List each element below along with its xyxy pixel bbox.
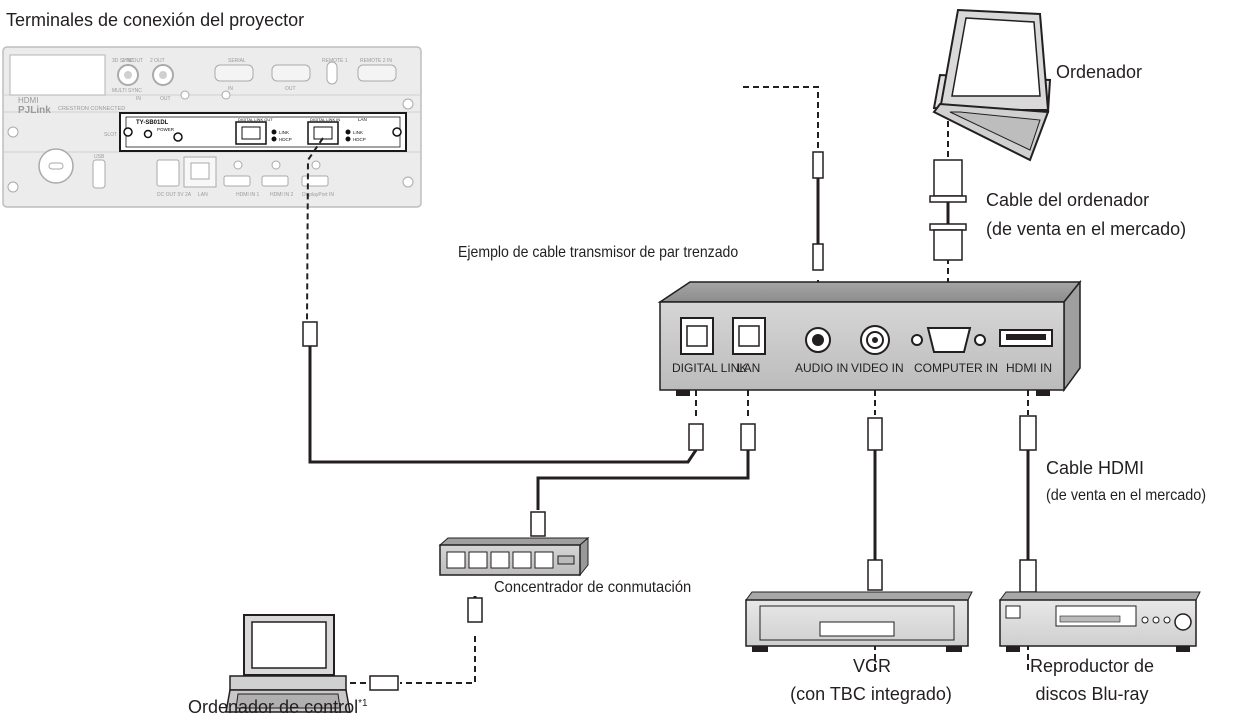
- rca-plug: [867, 559, 883, 591]
- audio-plug: [812, 151, 824, 179]
- board-lan: LAN: [358, 117, 367, 122]
- pjlink-logo: PJLink: [18, 105, 51, 116]
- label-control-computer: Ordenador de control*1: [188, 697, 368, 718]
- panel-label-hdmi1: HDMI IN 1: [236, 192, 260, 198]
- transmitter-port-labels: DIGITAL LINK LAN AUDIO IN VIDEO IN COMPU…: [672, 361, 1052, 375]
- port-label-audio-in: AUDIO IN: [795, 361, 848, 375]
- panel-label-out: 2 OUT: [150, 58, 165, 64]
- vga-connector: [933, 229, 963, 261]
- hdmi-plug: [1019, 415, 1037, 451]
- port-label-lan: LAN: [737, 361, 760, 375]
- laptop-computer: [932, 8, 1052, 162]
- projector-terminal-panel: [2, 46, 422, 208]
- panel-label-serial-out: OUT: [285, 86, 296, 92]
- port-label-hdmi-in: HDMI IN: [1006, 361, 1052, 375]
- rj45-connector: [740, 423, 756, 451]
- switching-hub: [438, 536, 590, 577]
- panel-label-slot: SLOT: [104, 132, 117, 138]
- diagram-title: Terminales de conexión del proyector: [6, 10, 305, 30]
- rca-plug: [867, 417, 883, 451]
- panel-label-dc-out: DC OUT 5V 2A: [157, 192, 192, 198]
- board-hdcp-1: HDCP: [279, 137, 292, 142]
- rj45-connector: [467, 597, 483, 623]
- panel-label-lan: LAN: [198, 192, 208, 198]
- board-dl-out: DIGITAL LINK OUT: [238, 117, 273, 122]
- rj45-connector: [688, 423, 704, 451]
- label-bluray-discs: discos Blu-ray: [1035, 684, 1149, 704]
- board-dl-in: DIGITAL LINK IN: [310, 117, 340, 122]
- hdmi-logo: HDMI: [18, 96, 38, 105]
- port-label-digital-link: DIGITAL LINK: [672, 361, 747, 375]
- panel-label-serial-in: IN: [228, 86, 233, 92]
- crestron-logo: CRESTRON CONNECTED: [58, 106, 125, 112]
- board-link-2: LINK: [353, 130, 363, 135]
- vga-screw-bar: [929, 223, 967, 231]
- board-labels: TY-SB01DL POWER DIGITAL LINK OUT DIGITAL…: [136, 117, 367, 142]
- port-label-video-in: VIDEO IN: [851, 361, 904, 375]
- panel-label-serial: SERIAL: [228, 58, 246, 64]
- cable-projector-dashed: [306, 137, 324, 323]
- label-vcr-tbc: (con TBC integrado): [790, 684, 952, 704]
- rj45-connector: [369, 675, 399, 691]
- panel-label-multi-sync: MULTI SYNC: [112, 88, 142, 94]
- control-computer: [225, 614, 351, 713]
- label-switching-hub: Concentrador de conmutación: [494, 579, 692, 596]
- panel-label-remote1: REMOTE 1: [322, 58, 348, 64]
- solid-cables: [308, 178, 1030, 618]
- label-cable-hdmi: Cable HDMI: [1046, 458, 1145, 478]
- board-name: TY-SB01DL: [136, 120, 169, 126]
- board-link-1: LINK: [279, 130, 289, 135]
- vga-screw-bar: [929, 195, 967, 203]
- label-cable-ordenador-note: (de venta en el mercado): [986, 219, 1187, 239]
- audio-plug: [812, 243, 824, 271]
- projector-panel-labels: 3D SYNC 1 IN/OUT 2 OUT SERIAL IN OUT REM…: [18, 58, 392, 198]
- panel-label-remote2: REMOTE 2 IN: [360, 58, 392, 64]
- rj45-connector: [302, 321, 318, 347]
- control-computer-footnote: *1: [358, 698, 368, 709]
- board-power: POWER: [157, 127, 175, 132]
- vga-connector: [933, 159, 963, 197]
- twisted-pair-transmitter: [657, 279, 1082, 396]
- label-cable-ordenador: Cable del ordenador: [986, 190, 1150, 210]
- rj45-connector: [530, 511, 546, 537]
- port-label-computer-in: COMPUTER IN: [914, 361, 998, 375]
- panel-label-usb: USB: [94, 154, 105, 160]
- panel-label-in-out: 1 IN/OUT: [122, 58, 143, 64]
- label-vcr: VCR: [852, 656, 891, 676]
- label-bluray: Reproductor de: [1029, 656, 1155, 676]
- label-cable-hdmi-note: (de venta en el mercado): [1046, 487, 1207, 504]
- panel-label-dp: DisplayPort IN: [302, 192, 334, 198]
- panel-label-3d-sync: 3D SYNC: [112, 58, 134, 64]
- control-computer-text: Ordenador de control: [188, 697, 359, 717]
- bluray-player: [999, 591, 1201, 652]
- panel-label-ms-in: IN: [136, 96, 141, 102]
- board-hdcp-2: HDCP: [353, 137, 366, 142]
- panel-label-hdmi2: HDMI IN 2: [270, 192, 294, 198]
- label-twisted-pair: Ejemplo de cable transmisor de par trenz…: [458, 244, 739, 261]
- vcr-device: [745, 591, 973, 652]
- panel-label-ms-out: OUT: [160, 96, 171, 102]
- hdmi-plug: [1019, 559, 1037, 593]
- label-ordenador: Ordenador: [1056, 62, 1143, 82]
